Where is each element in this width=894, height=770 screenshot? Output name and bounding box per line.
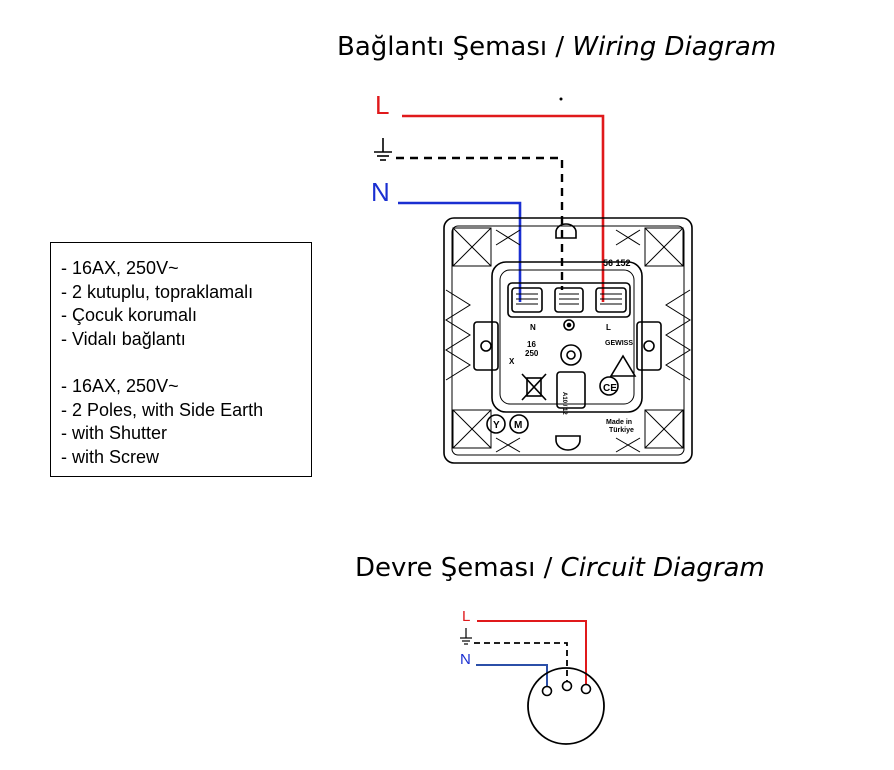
earth-wire: [396, 156, 564, 290]
spec-tr-1: - 16AX, 250V~: [61, 258, 179, 278]
line-pin: [580, 683, 592, 695]
spec-en-4: - with Screw: [61, 446, 160, 467]
socket-outline: [527, 667, 605, 745]
ce-mark: CE: [603, 383, 617, 394]
circuit-diagram: L N: [460, 608, 605, 745]
circuit-neutral-label: N: [460, 651, 471, 668]
brand-mark: GEWISS: [605, 340, 633, 347]
circuit-diagram-title: Devre Şeması / Circuit Diagram: [355, 553, 765, 583]
circuit-line-label: L: [462, 608, 470, 625]
mark-y: Y: [493, 420, 500, 431]
wiring-diagram: L N: [371, 90, 693, 464]
circuit-neutral-wire: [476, 664, 548, 687]
socket-markings: 56 152 N L 16 250 X GEWISS CE Y M Made i…: [493, 258, 634, 434]
spec-en-3: - with Shutter: [61, 423, 168, 443]
model-number: 56 152: [603, 258, 631, 268]
wiring-diagram-title: Bağlantı Şeması / Wiring Diagram: [337, 32, 777, 62]
neutral-wire: [398, 201, 522, 302]
mark-m: M: [514, 420, 522, 431]
socket-mechanism: [443, 217, 693, 464]
earth-pin: [561, 680, 573, 692]
neutral-label: N: [371, 177, 390, 207]
earth-ground-icon: [374, 138, 392, 161]
current-rating: 16: [527, 340, 536, 349]
spec-tr-2: - 2 kutuplu, topraklamalı: [61, 281, 254, 302]
line-label: L: [375, 90, 389, 120]
specification-box: - 16AX, 250V~ - 2 kutuplu, topraklamalı …: [50, 242, 312, 477]
line-wire: [402, 114, 605, 302]
spec-en-1: - 16AX, 250V~: [61, 376, 179, 396]
made-in-label: Made in: [606, 419, 632, 426]
x-mark: X: [509, 357, 515, 366]
circuit-earth-icon: [460, 628, 472, 645]
spec-tr-3: - Çocuk korumalı: [61, 305, 198, 325]
country-label: Türkiye: [609, 427, 634, 434]
terminal-l-label: L: [606, 323, 611, 332]
terminal-n-label: N: [530, 323, 536, 332]
voltage-rating: 250: [525, 349, 539, 358]
spec-tr-4: - Vidalı bağlantı: [61, 328, 186, 349]
side-codes: A10 / 12: [561, 392, 567, 415]
neutral-pin: [541, 685, 553, 697]
marker-dot: [559, 97, 563, 101]
circuit-earth-wire: [474, 642, 568, 682]
spec-en-2: - 2 Poles, with Side Earth: [61, 399, 264, 420]
circuit-line-wire: [477, 620, 587, 685]
